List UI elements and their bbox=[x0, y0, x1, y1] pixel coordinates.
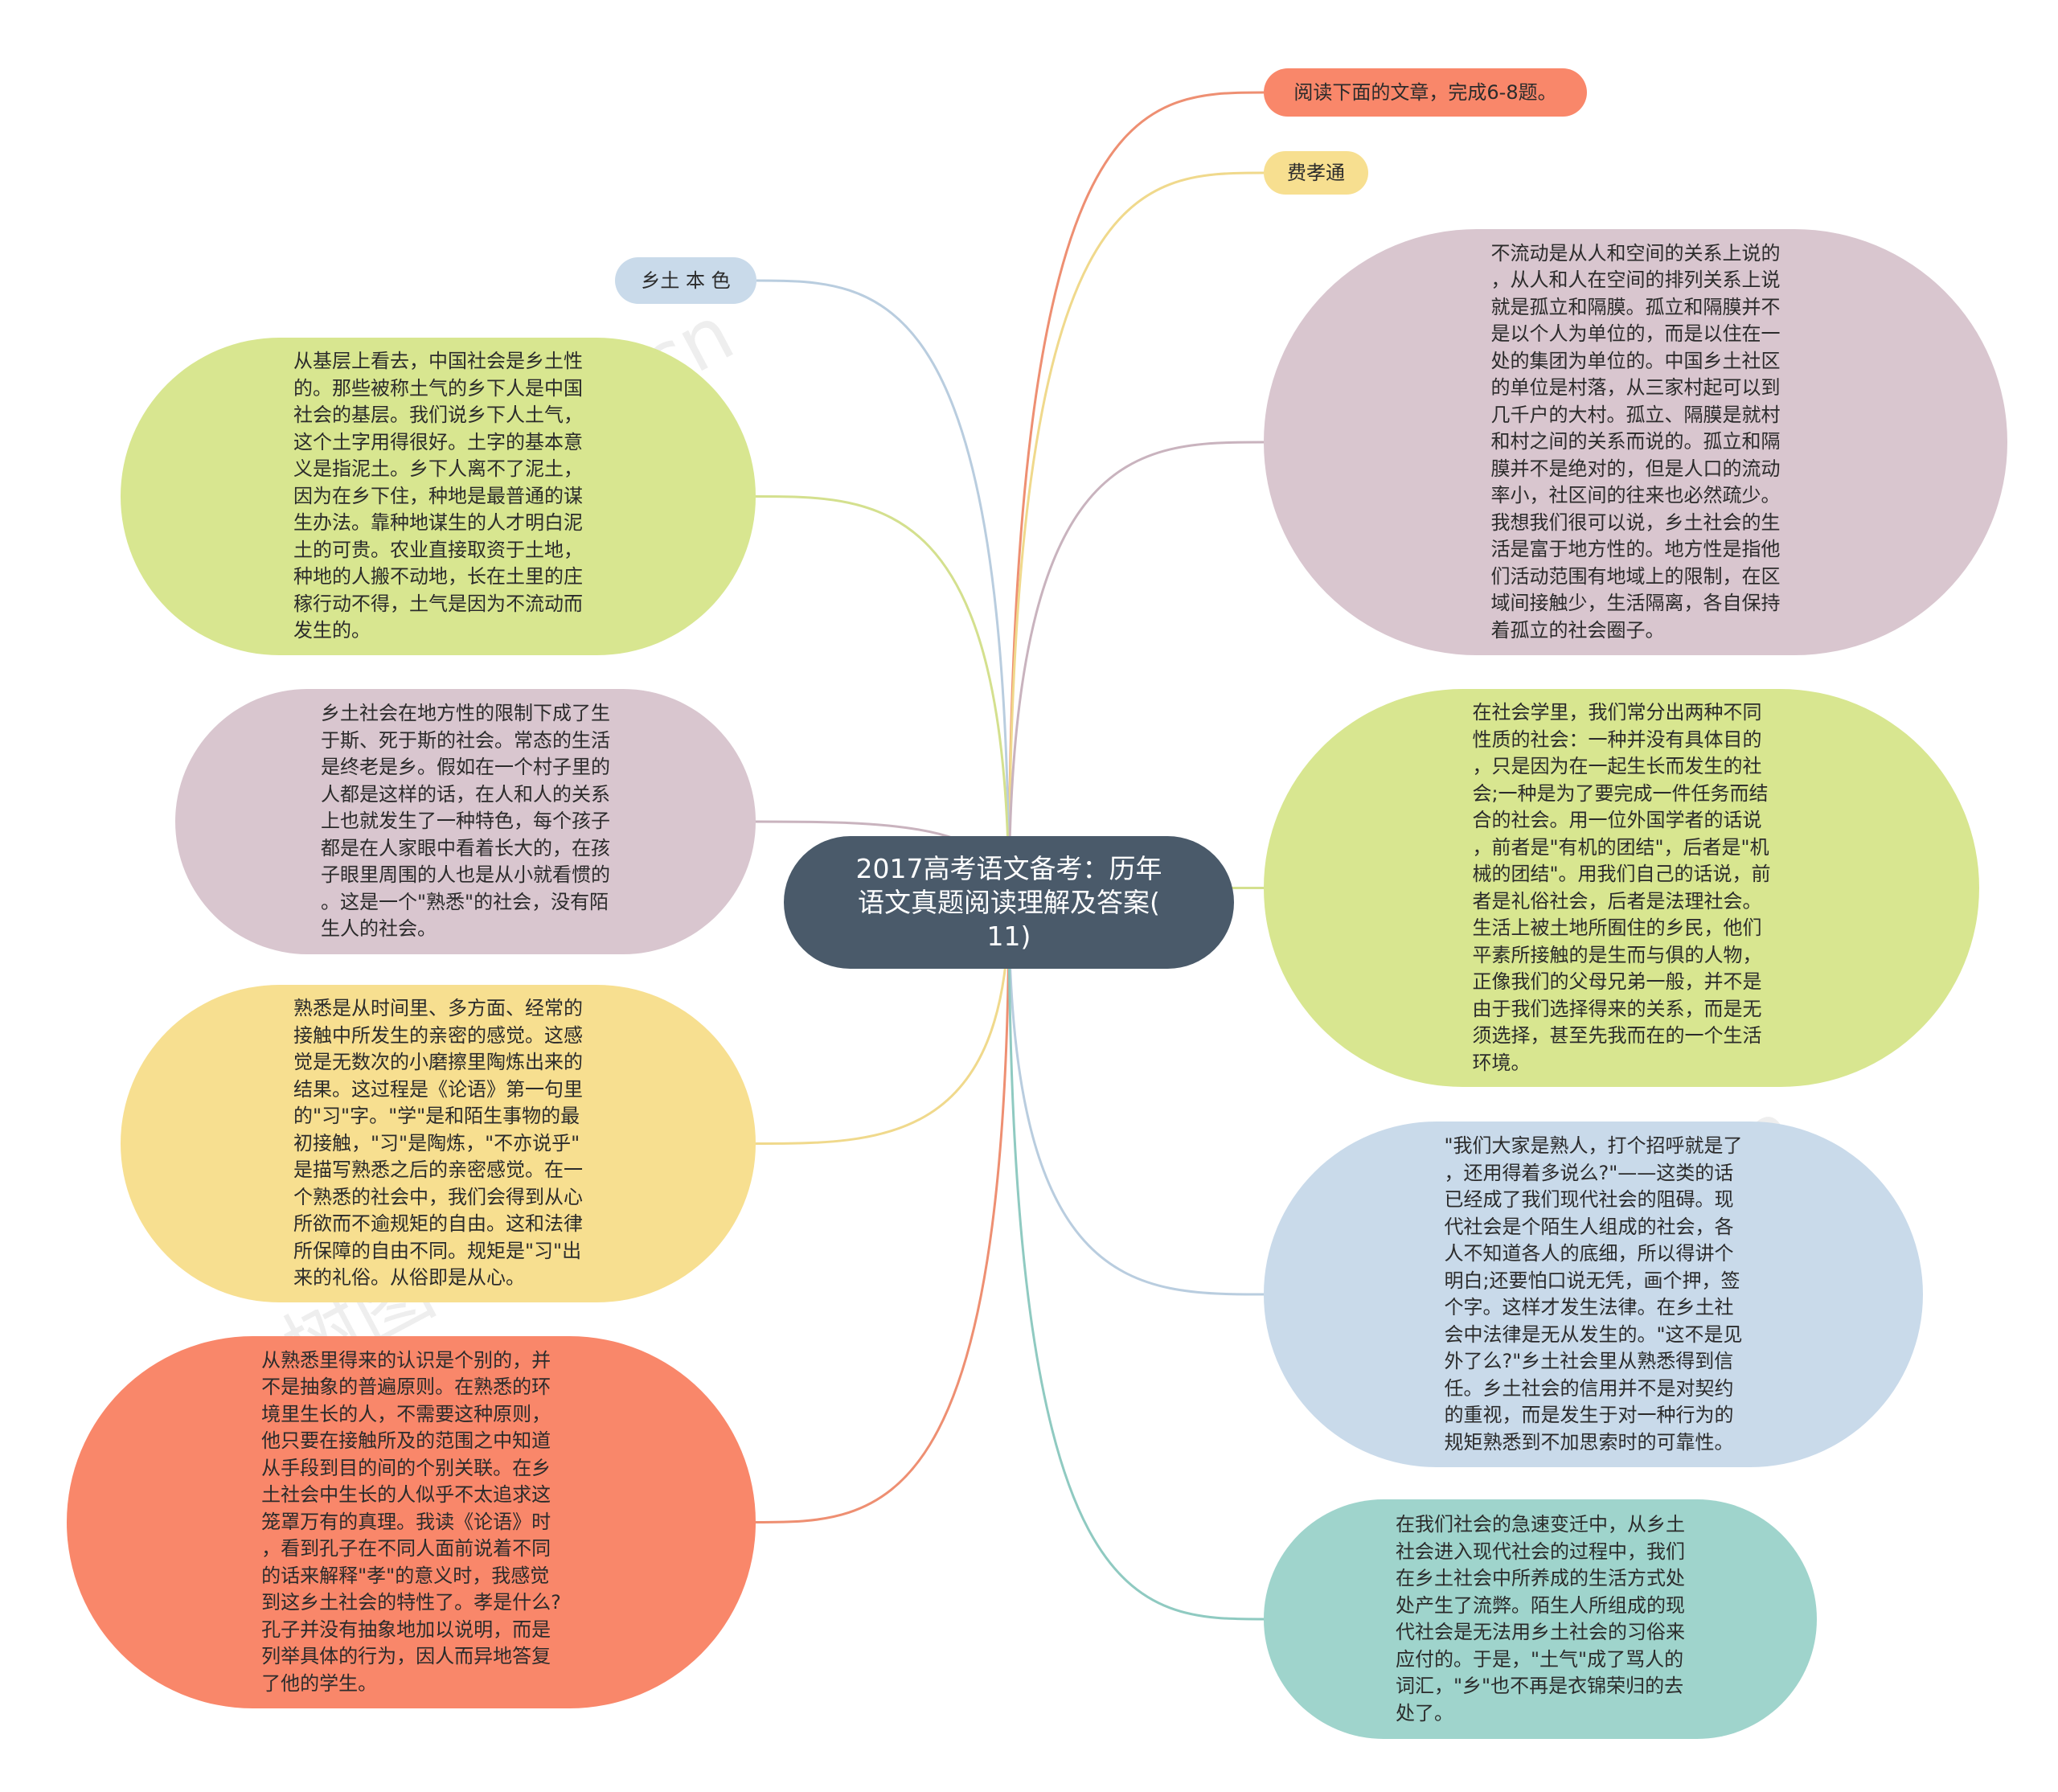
connector-author bbox=[1007, 171, 1265, 903]
connector-prompt bbox=[1007, 91, 1265, 903]
prompt-node[interactable]: 阅读下面的文章，完成6-8题。 bbox=[1264, 68, 1587, 117]
paragraph-text-4: 从熟悉里得来的认识是个别的，并 不是抽象的普遍原则。在熟悉的环 境里生长的人，不… bbox=[261, 1348, 561, 1695]
paragraph-node-5[interactable]: 不流动是从人和空间的关系上说的 ，从人和人在空间的排列关系上说 就是孤立和隔膜。… bbox=[1264, 229, 2007, 655]
paragraph-node-8[interactable]: 在我们社会的急速变迁中，从乡土 社会进入现代社会的过程中，我们 在乡土社会中所养… bbox=[1264, 1499, 1817, 1739]
title-node[interactable]: 乡土 本 色 bbox=[615, 257, 756, 304]
paragraph-node-4[interactable]: 从熟悉里得来的认识是个别的，并 不是抽象的普遍原则。在熟悉的环 境里生长的人，不… bbox=[67, 1336, 756, 1708]
paragraph-text-1: 从基层上看去，中国社会是乡土性 的。那些被称土气的乡下人是中国 社会的基层。我们… bbox=[293, 350, 583, 642]
prompt-text: 阅读下面的文章，完成6-8题。 bbox=[1293, 81, 1557, 104]
paragraph-text-5: 不流动是从人和空间的关系上说的 ，从人和人在空间的排列关系上说 就是孤立和隔膜。… bbox=[1490, 241, 1781, 642]
paragraph-text-7: "我们大家是熟人，打个招呼就是了 ，还用得着多说么?"——这类的话 已经成了我们… bbox=[1444, 1134, 1743, 1454]
central-topic-text: 2017高考语文备考：历年 语文真题阅读理解及答案( 11) bbox=[855, 852, 1162, 952]
central-topic-node[interactable]: 2017高考语文备考：历年 语文真题阅读理解及答案( 11) bbox=[784, 836, 1234, 969]
paragraph-text-2: 乡土社会在地方性的限制下成了生 于斯、死于斯的社会。常态的生活 是终老是乡。假如… bbox=[321, 702, 610, 941]
connector-p3 bbox=[755, 902, 1011, 1145]
author-text: 费孝通 bbox=[1287, 162, 1345, 184]
connector-p4 bbox=[755, 902, 1011, 1523]
paragraph-node-6[interactable]: 在社会学里，我们常分出两种不同 性质的社会：一种并没有具体目的 ，只是因为在一起… bbox=[1264, 689, 1979, 1087]
connector-title bbox=[756, 279, 1011, 903]
author-node[interactable]: 费孝通 bbox=[1264, 151, 1368, 195]
paragraph-text-6: 在社会学里，我们常分出两种不同 性质的社会：一种并没有具体目的 ，只是因为在一起… bbox=[1472, 701, 1771, 1074]
paragraph-node-1[interactable]: 从基层上看去，中国社会是乡土性 的。那些被称土气的乡下人是中国 社会的基层。我们… bbox=[121, 338, 756, 655]
paragraph-text-8: 在我们社会的急速变迁中，从乡土 社会进入现代社会的过程中，我们 在乡土社会中所养… bbox=[1396, 1513, 1685, 1724]
paragraph-text-3: 熟悉是从时间里、多方面、经常的 接触中所发生的亲密的感觉。这感 觉是无数次的小磨… bbox=[293, 997, 583, 1290]
paragraph-node-7[interactable]: "我们大家是熟人，打个招呼就是了 ，还用得着多说么?"——这类的话 已经成了我们… bbox=[1264, 1122, 1923, 1467]
connector-p5 bbox=[1007, 441, 1265, 903]
paragraph-node-3[interactable]: 熟悉是从时间里、多方面、经常的 接触中所发生的亲密的感觉。这感 觉是无数次的小磨… bbox=[121, 985, 756, 1302]
connector-p7 bbox=[1007, 902, 1265, 1296]
connector-p8 bbox=[1007, 902, 1265, 1621]
title-text: 乡土 本 色 bbox=[641, 269, 731, 292]
paragraph-node-2[interactable]: 乡土社会在地方性的限制下成了生 于斯、死于斯的社会。常态的生活 是终老是乡。假如… bbox=[175, 689, 756, 954]
connector-p1 bbox=[755, 495, 1011, 903]
